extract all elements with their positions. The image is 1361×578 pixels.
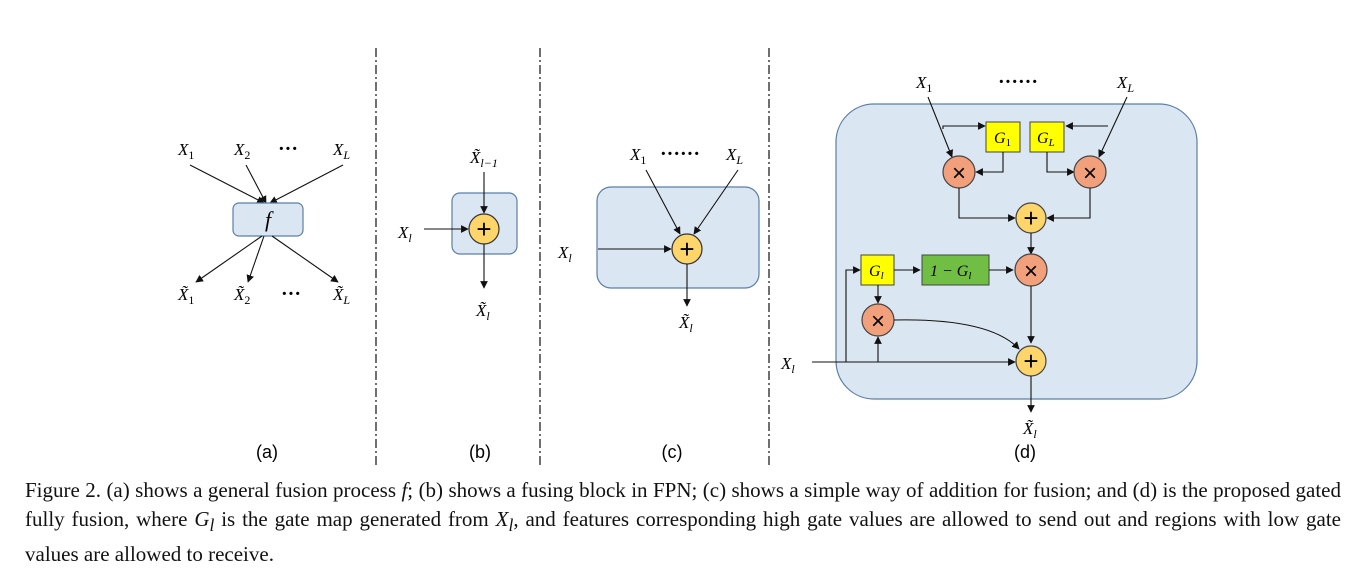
d-input-1: X1 xyxy=(915,73,932,95)
c-arrow-in-1 xyxy=(645,169,681,235)
panel-c: X1 ······ XL Xl + X̃l (c) xyxy=(557,143,760,462)
a-arrow-out-L xyxy=(271,235,339,283)
d-input-L: XL xyxy=(1116,73,1134,95)
a-input-L: XL xyxy=(332,140,350,162)
d-arrow-mul1-add xyxy=(958,188,1016,222)
d-mul-symbol-L: × xyxy=(1083,160,1097,187)
d-gate-1 xyxy=(985,121,1021,153)
a-arrow-out-2 xyxy=(246,235,265,283)
a-input-dots: ··· xyxy=(278,138,298,160)
d-fusion-block xyxy=(835,103,1198,400)
figure-caption: Figure 2. (a) shows a general fusion pro… xyxy=(25,478,1341,567)
d-output: X̃l xyxy=(1022,419,1037,441)
d-gate-1-label: G1 xyxy=(994,130,1011,149)
panel-d: X1 ······ XL G1 GL × × + Gl 1 − Gl × xyxy=(780,71,1198,462)
d-arrow-mul-add-curve xyxy=(893,319,1020,350)
d-add-symbol-top: + xyxy=(1023,203,1038,233)
d-arrow-gateL-mul xyxy=(1046,152,1075,176)
a-output-1: X̃1 xyxy=(177,285,194,307)
c-panel-label: (c) xyxy=(662,442,683,462)
a-output-L: X̃L xyxy=(332,285,350,307)
d-arrow-mulL-add xyxy=(1046,188,1091,222)
d-mul-symbol-low: × xyxy=(871,308,885,335)
c-input-1: X1 xyxy=(629,145,646,167)
b-top-input: X̃l−1 xyxy=(469,148,498,170)
d-mul-symbol-1: × xyxy=(952,160,966,187)
d-gate-l xyxy=(860,254,895,286)
b-add-symbol: + xyxy=(476,214,491,244)
a-output-dots: ··· xyxy=(281,283,301,305)
a-output-2: X̃2 xyxy=(233,285,250,307)
b-output: X̃l xyxy=(475,301,490,323)
c-output: X̃l xyxy=(678,313,693,335)
c-input-dots: ······ xyxy=(660,143,700,165)
panel-b: X̃l−1 Xl + X̃l (b) xyxy=(397,148,518,462)
a-panel-label: (a) xyxy=(256,442,278,462)
fusion-figure: X1 X2 ··· XL f X̃1 X̃2 ··· X̃L (a) X̃l−1… xyxy=(177,48,1198,468)
a-arrow-in-L xyxy=(269,164,344,204)
d-one-minus-label: 1 − Gl xyxy=(930,263,971,282)
d-arrow-xL-mul xyxy=(1098,96,1128,158)
d-add-symbol-bottom: + xyxy=(1023,346,1038,376)
d-left-input: Xl xyxy=(780,354,795,376)
c-add-symbol: + xyxy=(679,234,694,264)
panel-a: X1 X2 ··· XL f X̃1 X̃2 ··· X̃L (a) xyxy=(177,138,350,462)
a-fusion-block xyxy=(232,202,304,237)
a-input-1: X1 xyxy=(177,140,194,162)
a-arrow-in-1 xyxy=(189,164,265,204)
d-panel-label: (d) xyxy=(1014,442,1036,462)
d-arrow-x1-gate xyxy=(942,122,986,130)
d-input-dots: ······ xyxy=(998,71,1038,93)
c-left-input: Xl xyxy=(557,243,572,265)
d-arrow-xl-gate xyxy=(845,266,861,362)
d-mul-symbol-mid: × xyxy=(1024,258,1038,285)
d-gate-L-label: GL xyxy=(1037,130,1055,149)
c-input-L: XL xyxy=(725,145,743,167)
b-panel-label: (b) xyxy=(469,442,491,462)
a-input-2: X2 xyxy=(233,140,250,162)
a-block-label: f xyxy=(265,207,274,232)
b-left-input: Xl xyxy=(397,223,412,245)
d-gate-L xyxy=(1029,121,1065,153)
a-arrow-out-1 xyxy=(195,235,263,283)
d-gate-l-label: Gl xyxy=(869,263,884,282)
a-arrow-in-2 xyxy=(245,164,267,204)
c-arrow-in-L xyxy=(693,169,739,235)
d-arrow-gate1-mul xyxy=(975,152,1004,176)
d-arrow-x1-mul xyxy=(927,96,954,158)
panel-separators xyxy=(375,48,770,468)
